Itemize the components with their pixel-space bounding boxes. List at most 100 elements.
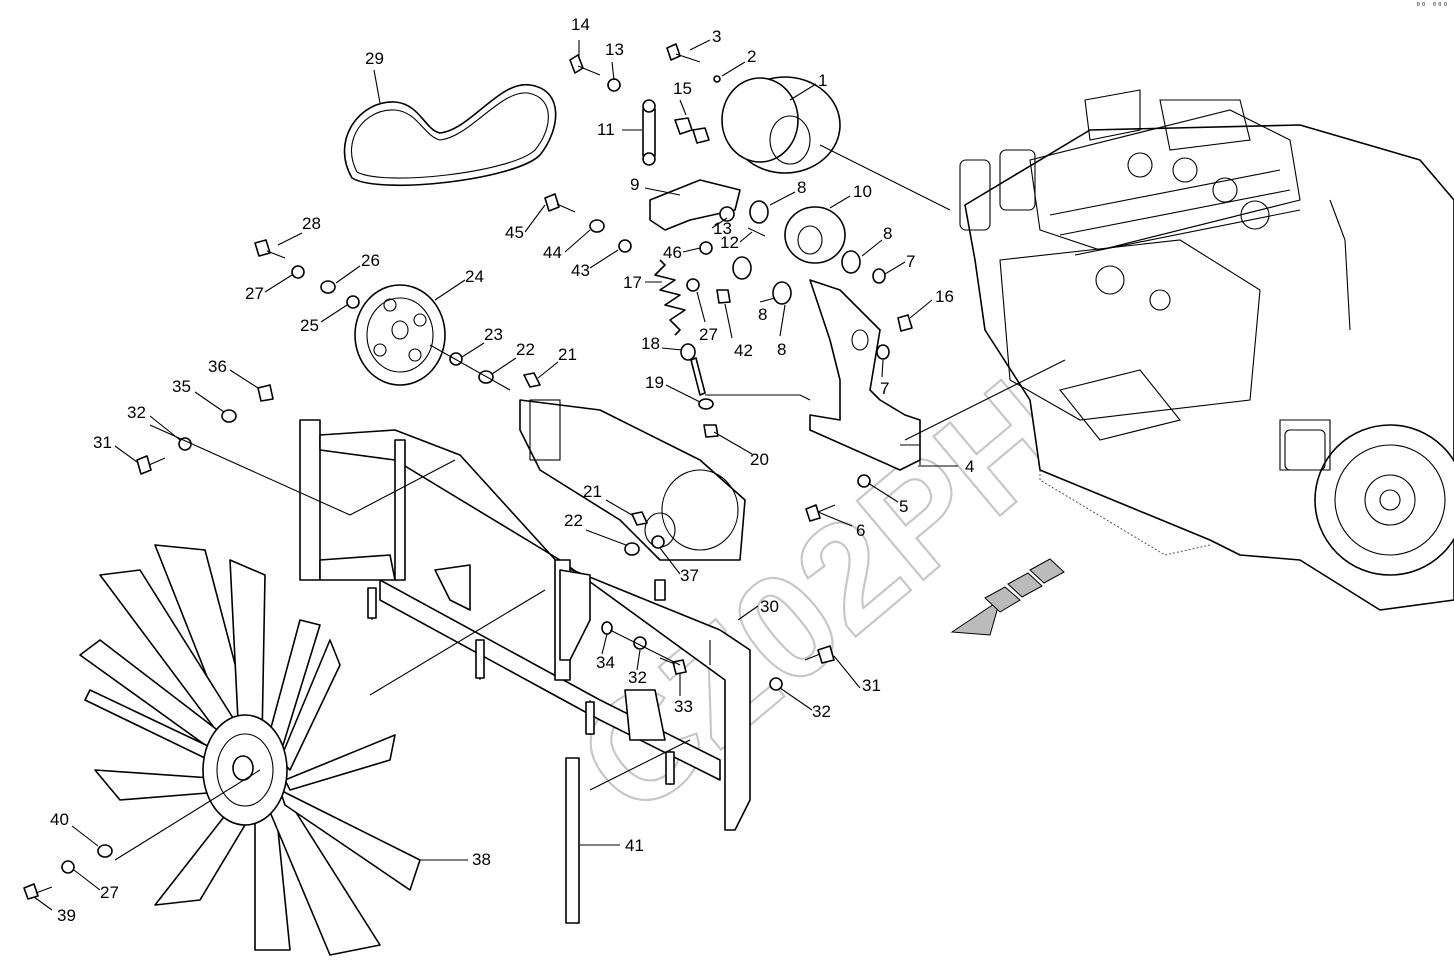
callout-leader-21: [605, 499, 633, 516]
callout-leader-46: [682, 247, 701, 253]
callout-27: 27: [100, 883, 119, 902]
link-rod: [642, 104, 656, 161]
callout-leader-39: [33, 896, 53, 911]
callout-1: 1: [818, 71, 827, 90]
callout-14: 14: [571, 15, 590, 34]
callout-leader-32: [779, 687, 813, 711]
callout-23: 23: [484, 325, 503, 344]
callout-leader-22: [491, 357, 517, 375]
callout-leader-3: [689, 39, 711, 51]
callout-41: 41: [625, 836, 644, 855]
callout-20: 20: [750, 450, 769, 469]
callout-leader-15: [679, 99, 687, 116]
callout-leader-27: [73, 869, 101, 891]
callout-31: 31: [862, 676, 881, 695]
callout-8: 8: [797, 178, 806, 197]
callout-leader-28: [277, 232, 303, 246]
callout-26: 26: [361, 251, 380, 270]
callout-leader-43: [589, 249, 619, 269]
callout-29: 29: [365, 49, 384, 68]
callout-leader-8: [779, 304, 786, 337]
mounting-bracket: [809, 279, 921, 471]
callout-22: 22: [564, 511, 583, 530]
callout-leader-20: [713, 431, 753, 455]
callout-leader-27: [264, 274, 293, 293]
callout-leader-22: [585, 529, 627, 546]
callout-leader-16: [909, 299, 933, 319]
engine-block: [959, 89, 1454, 611]
callout-32: 32: [127, 403, 146, 422]
callout-leader-10: [829, 195, 851, 209]
callout-leader-29: [373, 69, 381, 104]
callout-19: 19: [645, 373, 664, 392]
callout-21: 21: [583, 482, 602, 501]
callout-leader-25: [320, 304, 348, 323]
callout-leader-8: [759, 297, 776, 303]
callout-leader-27: [696, 291, 706, 323]
callout-12: 12: [720, 233, 739, 252]
callout-38: 38: [472, 850, 491, 869]
tensioner-arm: [649, 179, 741, 231]
callout-13: 13: [605, 40, 624, 59]
callout-30: 30: [760, 597, 779, 616]
drive-belt: [343, 84, 557, 186]
tensioner-pulley: [784, 206, 846, 264]
callout-45: 45: [505, 223, 524, 242]
callout-8: 8: [883, 224, 892, 243]
callout-leader-31: [833, 655, 861, 689]
idler-pulley: [721, 76, 841, 174]
callout-37: 37: [680, 566, 699, 585]
callout-4: 4: [965, 457, 974, 476]
fan-shroud-frame: [299, 419, 751, 831]
callout-42: 42: [734, 341, 753, 360]
callout-leader-26: [335, 265, 361, 284]
callout-leader-7: [881, 359, 884, 378]
callout-18: 18: [641, 334, 660, 353]
callout-13: 13: [713, 219, 732, 238]
callout-33: 33: [674, 697, 693, 716]
callout-32: 32: [812, 702, 831, 721]
callout-7: 7: [906, 252, 915, 271]
callout-35: 35: [172, 377, 191, 396]
callout-leader-23: [461, 342, 485, 358]
callout-leader-12: [739, 231, 753, 243]
callout-10: 10: [853, 182, 872, 201]
callout-9: 9: [630, 175, 639, 194]
callout-leader-21: [537, 361, 559, 379]
callout-leader-18: [661, 347, 683, 351]
callout-27: 27: [245, 284, 264, 303]
callout-leader-13: [711, 217, 728, 229]
callout-6: 6: [856, 521, 865, 540]
callout-2: 2: [747, 47, 756, 66]
callout-leader-45: [524, 204, 546, 233]
callout-8: 8: [777, 340, 786, 359]
callout-leader-32: [149, 415, 181, 441]
corner-mark: ⁰⁰ ⁰⁰⁰: [1415, 2, 1448, 12]
callout-leader-5: [867, 482, 899, 503]
callout-leader-1: [789, 83, 817, 101]
fan-shaft-housing: [519, 399, 746, 561]
callout-32: 32: [628, 668, 647, 687]
callout-17: 17: [623, 273, 642, 292]
callout-leader-8: [769, 191, 796, 206]
callout-leader-31: [114, 445, 138, 463]
callout-27: 27: [699, 325, 718, 344]
callout-leader-2: [721, 61, 746, 77]
fasteners: [23, 43, 913, 900]
callout-28: 28: [302, 214, 321, 233]
callout-31: 31: [93, 433, 112, 452]
callout-15: 15: [673, 79, 692, 98]
callout-5: 5: [899, 497, 908, 516]
callout-leader-36: [229, 369, 259, 389]
callout-leader-8: [861, 239, 883, 257]
callout-leader-13: [611, 61, 615, 81]
support-bar: [565, 757, 580, 924]
callout-11: 11: [597, 120, 615, 139]
callout-leader-32: [636, 649, 641, 671]
callout-24: 24: [465, 267, 484, 286]
tension-spring: [654, 259, 686, 336]
callout-leader-19: [665, 384, 701, 403]
callout-leader-7: [884, 261, 906, 275]
